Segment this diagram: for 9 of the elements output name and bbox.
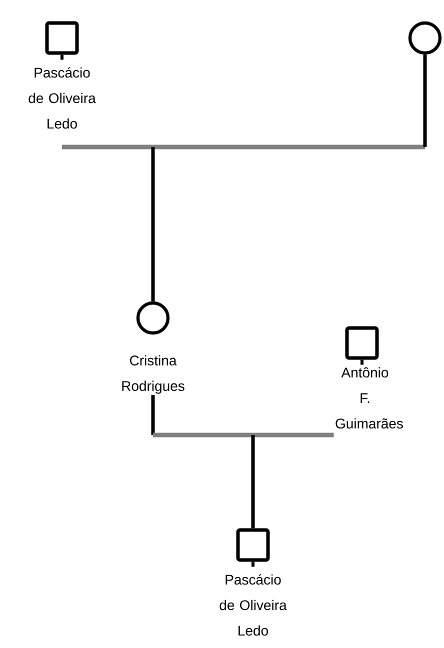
person-name: Pascácio de Oliveira Ledo (28, 67, 96, 129)
person-name: Cristina Rodrigues (122, 355, 184, 394)
pedigree-line (251, 435, 255, 528)
pedigree-line (62, 54, 427, 150)
circle-symbol (408, 21, 442, 55)
person-name: Pascácio de Oliveira Ledo (220, 574, 287, 636)
pedigree-line (151, 394, 334, 438)
pedigree-line (151, 147, 155, 302)
person-name: Antônio F. Guimarães (336, 367, 403, 429)
